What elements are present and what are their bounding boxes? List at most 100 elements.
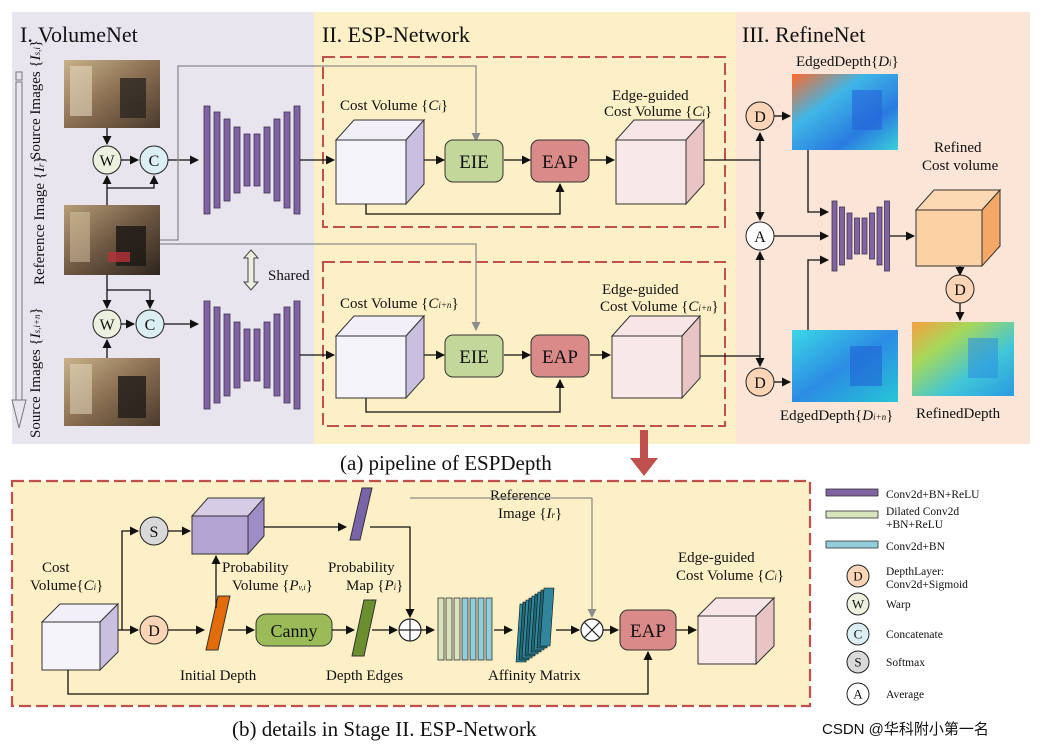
edge-guided-label-top-1: Edge-guided — [612, 88, 689, 104]
depth-node-top: D — [745, 101, 775, 131]
eie-block-top: EIE — [444, 139, 504, 183]
svg-text:W: W — [99, 153, 115, 170]
conv-layer — [263, 126, 271, 194]
conv-layer — [283, 306, 291, 404]
edged-depth-label-top: EdgedDepth{Di} — [796, 54, 899, 70]
legend-symbol: A — [853, 687, 863, 702]
affinity-matrix-label: Affinity Matrix — [488, 668, 581, 684]
legend-label-2: Conv2d+Sigmoid — [886, 579, 968, 591]
stage1-arrows — [102, 128, 199, 358]
reference-image — [64, 205, 160, 275]
svg-text:D: D — [148, 623, 160, 640]
legend-symbol-circle — [846, 622, 870, 646]
legend-swatch — [825, 540, 879, 549]
svg-text:C: C — [145, 317, 156, 334]
prob-map-label-2: Map {Pi} — [346, 578, 403, 594]
legend-symbol: W — [852, 597, 865, 612]
concat-node-top: C — [139, 145, 169, 175]
conv-layer — [283, 111, 291, 209]
conv-layer — [273, 313, 281, 397]
prob-volume-cube — [190, 496, 266, 556]
details-cost-label: Cost — [42, 560, 70, 576]
concat-node-bottom: C — [135, 309, 165, 339]
stage3-arrows — [700, 111, 965, 387]
eie-layer — [469, 597, 477, 661]
svg-text:S: S — [150, 524, 159, 541]
legend-symbol-circle — [846, 592, 870, 616]
stage1-title: I. VolumeNet — [20, 22, 138, 47]
prob-map-label-1: Probability — [328, 560, 395, 576]
cost-volume-label-bottom: Cost Volume {Ci+n} — [340, 296, 459, 312]
edge-guided-label-top-2: Cost Volume {Ci} — [604, 104, 712, 120]
refinenet-network — [831, 200, 890, 272]
conv-layer — [293, 300, 301, 410]
details-volume-label: Volume{Ci} — [30, 578, 103, 594]
legend-label: Warp — [886, 599, 911, 611]
legend: Conv2d+BN+ReLU Dilated Conv2d+BN+ReLU Conv… — [825, 488, 980, 706]
affinity-slab — [539, 587, 555, 647]
source-images-top-label: Source Images {Is,i} — [28, 40, 44, 160]
svg-text:Source Images {Is,i}: Source Images {Is,i} — [28, 40, 44, 160]
eie-layer — [485, 597, 493, 661]
refine-conv-layer — [831, 200, 838, 272]
conv-layer — [243, 328, 251, 382]
refine-conv-layer — [854, 217, 860, 255]
depth-node-refine: D — [945, 274, 975, 304]
svg-text:Source Images {Is,i+n}: Source Images {Is,i+n} — [28, 307, 44, 438]
refine-conv-layer — [846, 212, 853, 260]
details-depth-node: D — [139, 615, 169, 645]
svg-text:D: D — [954, 282, 966, 299]
depth-edges-label: Depth Edges — [326, 668, 403, 684]
affinity-matrix — [515, 587, 555, 663]
legend-symbol-circle — [846, 650, 870, 674]
legend-label: Average — [886, 689, 924, 701]
svg-text:Reference Image {Ir}: Reference Image {Ir} — [32, 156, 48, 285]
legend-label: Concatenate — [886, 629, 943, 641]
reference-feed-lines — [160, 65, 481, 331]
pipeline-caption: (a) pipeline of ESPDepth — [340, 451, 552, 475]
svg-text:D: D — [754, 375, 766, 392]
reference-label-1: Reference — [490, 488, 551, 504]
average-node: A — [745, 221, 775, 251]
cost-volume-label-top: Cost Volume {Ci} — [340, 98, 448, 114]
legend-label: Conv2d+BN — [886, 541, 946, 553]
svg-text:EIE: EIE — [459, 347, 489, 368]
conv-layer — [213, 111, 221, 209]
svg-text:C: C — [149, 153, 160, 170]
legend-label: Conv2d+BN+ReLU — [886, 489, 980, 501]
source-images-bottom-label: Source Images {Is,i+n} — [28, 307, 44, 438]
conv-layer — [253, 328, 261, 382]
conv-layer — [233, 321, 241, 389]
svg-text:D: D — [754, 109, 766, 126]
svg-text:A: A — [754, 229, 766, 246]
legend-symbol: C — [854, 627, 863, 642]
legend-swatch — [825, 488, 879, 497]
conv-layer — [253, 133, 261, 187]
source-image-bottom — [64, 358, 160, 426]
legend-symbol-circle — [846, 682, 870, 706]
expand-arrow — [630, 430, 658, 476]
refine-conv-layer — [861, 217, 868, 255]
watermark: CSDN @华科附小第一名 — [822, 720, 989, 738]
details-edge-guided-label-2: Cost Volume {Ci} — [676, 568, 784, 584]
legend-label-2: +BN+ReLU — [886, 519, 944, 531]
conv-layer — [213, 306, 221, 404]
prob-map-slab — [349, 487, 373, 541]
initial-depth-label: Initial Depth — [180, 668, 257, 684]
refined-cost-volume-cube — [914, 188, 1002, 268]
conv-layer — [203, 105, 211, 215]
svg-text:EAP: EAP — [542, 347, 578, 368]
eap-block-top: EAP — [530, 139, 590, 183]
legend-symbol: D — [853, 569, 862, 584]
details-eap-block: EAP — [619, 609, 677, 651]
details-edge-guided-cube — [696, 596, 776, 666]
eap-block-bottom: EAP — [530, 334, 590, 378]
legend-label: Dilated Conv2d — [886, 506, 959, 518]
stage3-title: III. RefineNet — [742, 22, 865, 47]
refine-conv-layer — [839, 206, 845, 266]
legend-swatch — [825, 510, 879, 519]
sequence-arrow — [11, 71, 27, 429]
refined-depth-label: RefinedDepth — [916, 406, 1001, 422]
conv-layer — [233, 126, 241, 194]
